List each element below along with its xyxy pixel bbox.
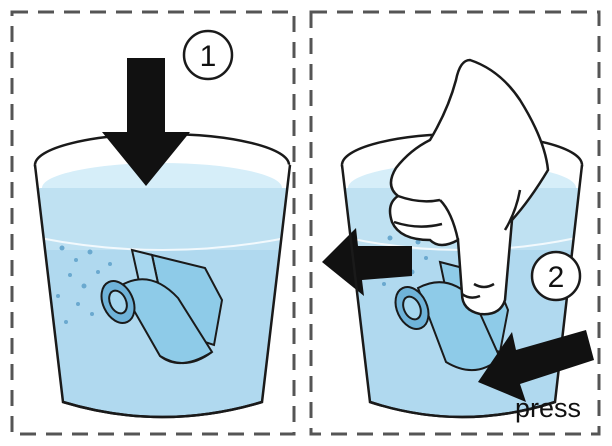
hand [388, 58, 550, 316]
panel-2-frame [309, 10, 601, 436]
down-arrow [102, 58, 190, 186]
panel-1-frame [10, 10, 296, 436]
step-1-badge: 1 [182, 29, 234, 81]
step-2-badge: 2 [530, 250, 582, 302]
step-2-label: 2 [548, 261, 565, 294]
press-caption: press [515, 393, 581, 423]
panel-1: 1 [33, 29, 292, 419]
press-arrow [478, 330, 594, 402]
panel-2: 2 press [322, 58, 594, 423]
outflow-arrow [322, 228, 412, 296]
device-1 [100, 248, 224, 364]
step-1-label: 1 [200, 40, 217, 73]
